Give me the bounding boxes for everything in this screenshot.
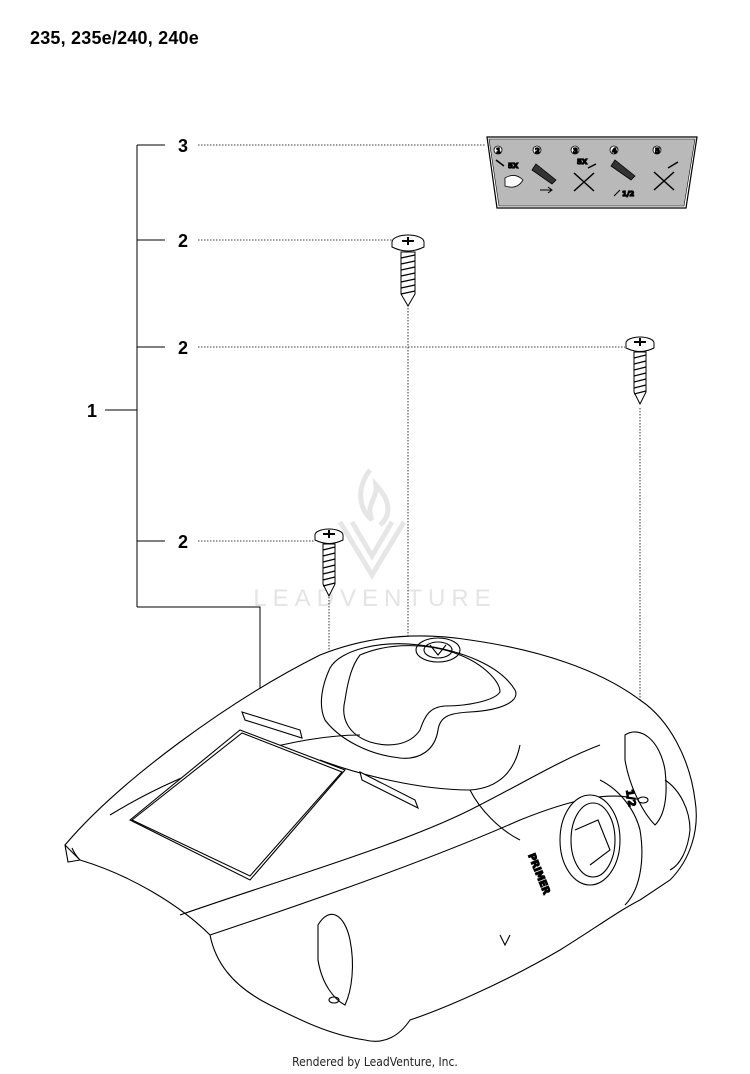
callout-label-1: 1 xyxy=(87,401,97,421)
page-title: 235, 235e/240, 240e xyxy=(30,28,199,48)
watermark-text: LEADVENTURE xyxy=(253,585,496,612)
svg-text:5: 5 xyxy=(655,147,660,155)
screw-left xyxy=(314,528,344,598)
svg-text:5X: 5X xyxy=(577,158,588,166)
decal-step-3: 3 5X xyxy=(570,145,597,192)
watermark-logo-icon xyxy=(337,468,407,580)
svg-text:4: 4 xyxy=(612,147,617,155)
svg-text:5X: 5X xyxy=(508,162,519,170)
svg-text:3: 3 xyxy=(573,147,578,155)
decal-step-5: 5 xyxy=(652,145,679,191)
footer-credit: Rendered by LeadVenture, Inc. xyxy=(292,1055,458,1069)
callout-label-3: 3 xyxy=(178,136,188,156)
decal: 1 5X 2 3 5X 4 1/2 5 xyxy=(486,136,698,209)
screw-right xyxy=(625,336,655,406)
decal-step-1: 1 5X xyxy=(493,145,524,188)
callout-bracket xyxy=(105,144,261,695)
svg-text:1: 1 xyxy=(496,147,501,155)
callout-label-2-top: 2 xyxy=(178,231,188,251)
svg-text:2: 2 xyxy=(535,147,540,155)
svg-text:1/2: 1/2 xyxy=(622,190,634,198)
decal-step-4: 4 1/2 xyxy=(609,145,636,199)
choke-label: 1/2 xyxy=(623,789,637,808)
brand-logo-icon xyxy=(415,637,461,663)
screw-top xyxy=(391,234,425,307)
primer-opening xyxy=(559,794,621,886)
cylinder-cover: PRIMER 1/2 xyxy=(64,635,697,1042)
callout-label-2-left: 2 xyxy=(178,532,188,552)
callout-label-2-right: 2 xyxy=(178,338,188,358)
decal-step-2: 2 xyxy=(531,145,557,194)
watermark: LEADVENTURE xyxy=(253,468,496,612)
